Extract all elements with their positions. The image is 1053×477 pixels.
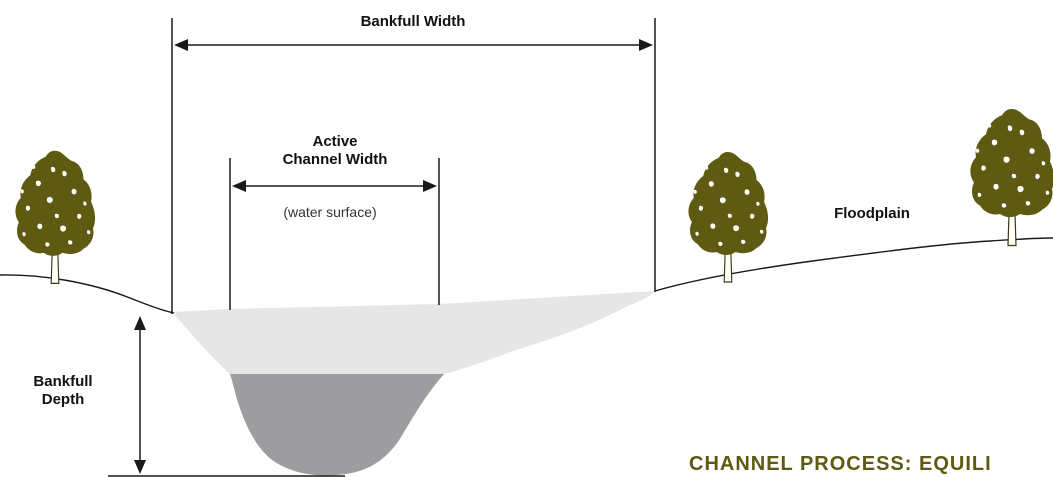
active-channel-arrowhead-right	[423, 180, 437, 192]
tree-icon	[969, 108, 1053, 247]
bankfull-depth-arrowhead-bottom	[134, 460, 146, 474]
bankfull-width-arrowhead-left	[174, 39, 188, 51]
floodplain-label: Floodplain	[834, 205, 910, 222]
active-channel-arrowhead-left	[232, 180, 246, 192]
channel-process-banner: CHANNEL PROCESS: EQUILI	[689, 453, 992, 475]
bankfull-width-arrowhead-right	[639, 39, 653, 51]
tree-icon	[687, 151, 769, 283]
tree-icon	[14, 150, 96, 285]
active-channel-area	[230, 374, 444, 476]
water-surface-label: (water surface)	[283, 204, 376, 220]
bankfull-channel-area	[172, 291, 655, 374]
bankfull-width-label: Bankfull Width	[361, 13, 466, 30]
ground-profile-line	[0, 274, 175, 314]
active-channel-label-line1: Active	[312, 133, 357, 150]
bankfull-depth-label-line2: Depth	[42, 391, 85, 408]
bankfull-depth-label-line1: Bankfull	[33, 373, 92, 390]
active-channel-label-line2: Channel Width	[283, 151, 388, 168]
bankfull-depth-arrowhead-top	[134, 316, 146, 330]
